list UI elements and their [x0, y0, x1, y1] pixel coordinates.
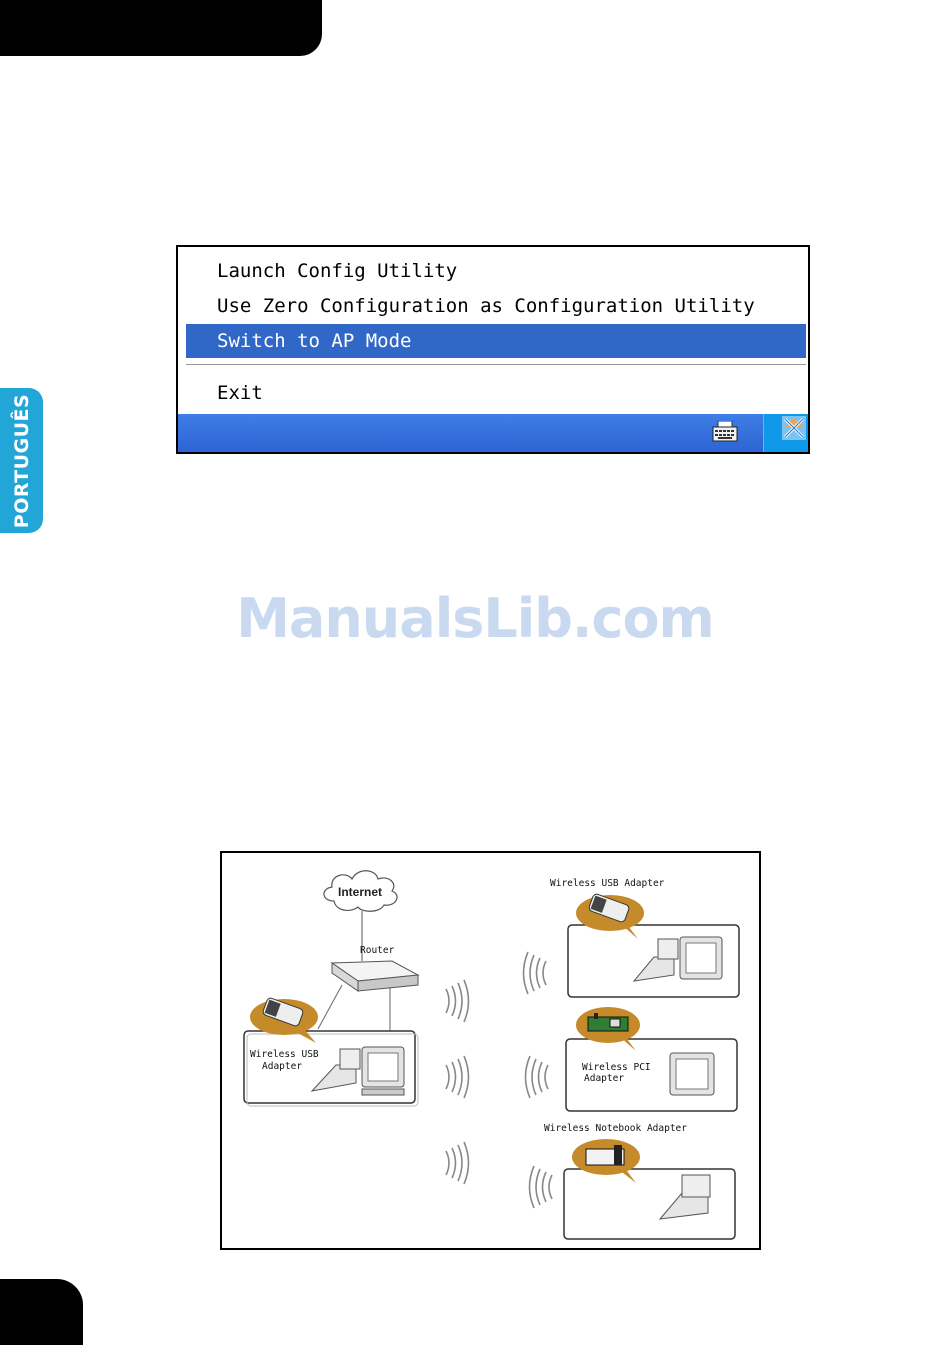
- watermark: ManualsLib.com: [0, 587, 950, 650]
- menu-item-switch-ap-mode[interactable]: Switch to AP Mode: [186, 324, 806, 358]
- menu-item-zero-configuration[interactable]: Use Zero Configuration as Configuration …: [186, 289, 806, 323]
- wireless-waves-icon: [446, 952, 552, 1208]
- taskbar: [178, 414, 808, 452]
- top-right-adapter-label: Wireless USB Adapter: [550, 878, 664, 890]
- pci-desktop-icon: [670, 1053, 714, 1095]
- language-tab-label: PORTUGUÊS: [11, 393, 33, 527]
- keyboard-icon[interactable]: [712, 421, 738, 443]
- tray-context-menu: Launch Config Utility Use Zero Configura…: [176, 245, 810, 454]
- notebook-adapter-label: Wireless Notebook Adapter: [544, 1123, 687, 1135]
- router-label: Router: [360, 945, 394, 957]
- menu-separator: [186, 364, 806, 366]
- page-corner-tab-top: [0, 0, 322, 56]
- internet-label: Internet: [338, 885, 382, 899]
- system-tray: [763, 414, 808, 452]
- menu-item-launch-config[interactable]: Launch Config Utility: [186, 254, 806, 288]
- left-adapter-label-line2: Adapter: [262, 1061, 302, 1073]
- router-icon: [332, 961, 418, 991]
- wireless-utility-tray-icon[interactable]: [782, 416, 806, 440]
- left-adapter-label-line1: Wireless USB: [250, 1049, 319, 1061]
- language-tab: PORTUGUÊS: [0, 388, 43, 533]
- page-corner-tab-bottom: [0, 1279, 83, 1345]
- pci-adapter-label-line2: Adapter: [584, 1073, 624, 1085]
- menu-item-exit[interactable]: Exit: [186, 376, 806, 410]
- network-diagram: Internet Router Wireless USB Adapter Wir…: [220, 851, 761, 1250]
